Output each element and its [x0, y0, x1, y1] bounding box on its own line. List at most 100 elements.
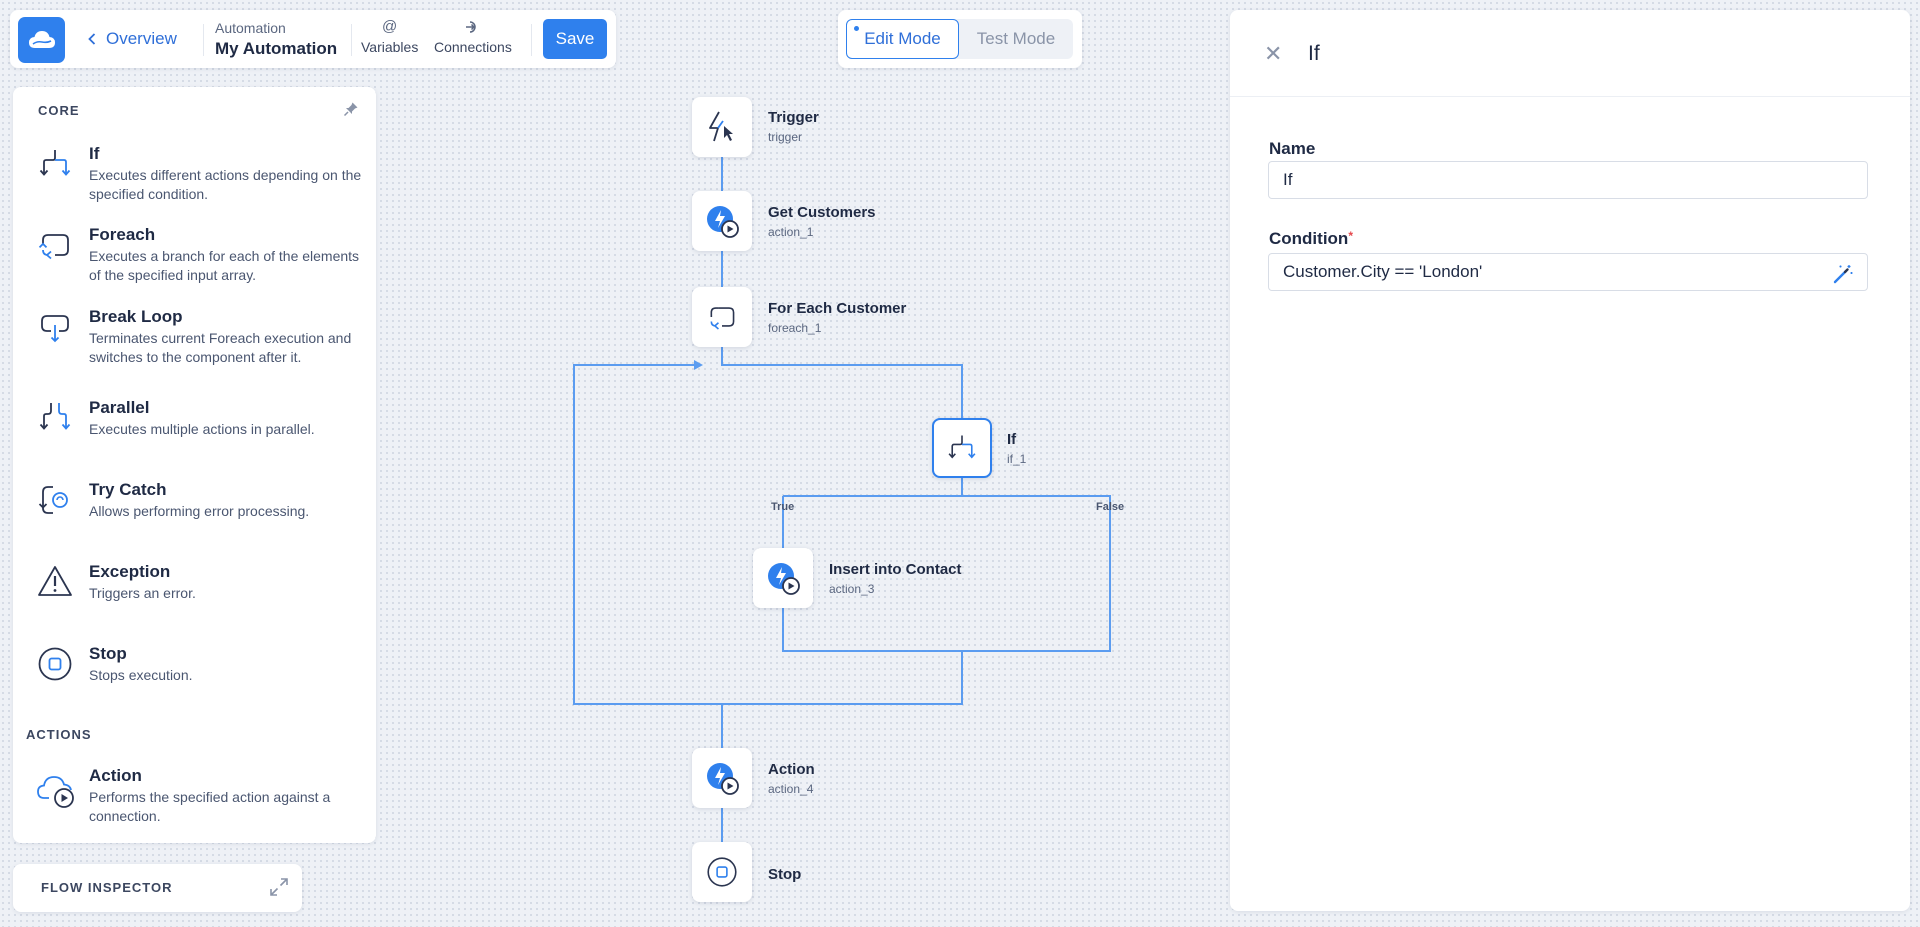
- foreach-loop-icon: [710, 307, 735, 330]
- palette-item-desc: Allows performing error processing.: [89, 503, 310, 519]
- flow-node-title: Stop: [768, 866, 802, 883]
- palette-item-try-catch[interactable]: Try Catch Allows performing error proces…: [13, 480, 376, 550]
- palette-item-title: Exception: [89, 562, 171, 581]
- palette-item-title: Foreach: [89, 225, 156, 244]
- properties-panel: ✕ If Name Condition*: [1230, 10, 1910, 911]
- flow-node-id: action_3: [829, 582, 875, 596]
- break-loop-icon: [41, 315, 69, 343]
- flow-node-id: action_1: [768, 225, 814, 239]
- back-to-overview-link[interactable]: Overview: [88, 29, 177, 49]
- flow-node-foreach[interactable]: [692, 287, 752, 347]
- name-field-label: Name: [1269, 139, 1316, 158]
- breadcrumb-parent: Automation: [215, 20, 286, 36]
- flow-node-if[interactable]: [932, 418, 992, 478]
- mode-toggle: Edit Mode Test Mode: [846, 19, 1073, 59]
- divider: [1230, 96, 1910, 97]
- chevron-left-icon: [88, 33, 96, 45]
- test-mode-tab[interactable]: Test Mode: [976, 29, 1056, 48]
- back-label: Overview: [106, 29, 177, 48]
- condition-label-text: Condition: [1269, 229, 1349, 248]
- palette-item-title: Break Loop: [89, 307, 183, 326]
- try-catch-icon: [38, 486, 68, 514]
- connections-label: Connections: [434, 39, 512, 55]
- condition-field-label: Condition*: [1269, 229, 1353, 249]
- flow-node-title: If: [1007, 431, 1017, 448]
- flow-node-action[interactable]: [692, 748, 752, 808]
- palette-item-desc: Executes a branch for each of the elemen…: [89, 248, 360, 283]
- palette-item-stop[interactable]: Stop Stops execution.: [13, 644, 376, 714]
- action-play-icon: [707, 206, 739, 238]
- flow-node-get-customers[interactable]: [692, 191, 752, 251]
- stop-icon: [38, 647, 72, 681]
- pin-icon[interactable]: [343, 101, 359, 117]
- toolbar: Overview Automation My Automation @ Vari…: [10, 10, 616, 68]
- mode-switch: Edit Mode Test Mode: [838, 10, 1082, 68]
- condition-field[interactable]: [1268, 253, 1868, 291]
- flow-node-title: Action: [768, 761, 815, 778]
- edit-mode-tab[interactable]: Edit Mode: [846, 19, 959, 59]
- flow-node-insert-contact[interactable]: [753, 548, 813, 608]
- palette-item-desc: Executes multiple actions in parallel.: [89, 421, 315, 437]
- flow-node-trigger[interactable]: [692, 97, 752, 157]
- palette-item-desc: Triggers an error.: [89, 585, 196, 601]
- if-branch-icon: [39, 150, 71, 176]
- flow-node-id: action_4: [768, 782, 814, 796]
- flow-node-title: Insert into Contact: [829, 561, 962, 578]
- if-branch-icon: [948, 435, 976, 459]
- divider: [531, 24, 532, 56]
- app-logo[interactable]: [18, 17, 65, 63]
- divider: [351, 24, 352, 56]
- palette-item-if[interactable]: If Executes different actions depending …: [13, 144, 376, 214]
- expand-icon[interactable]: [269, 877, 289, 897]
- flow-node-stop[interactable]: [692, 842, 752, 902]
- automation-title: My Automation: [215, 39, 338, 58]
- required-marker: *: [1348, 229, 1353, 243]
- palette-item-foreach[interactable]: Foreach Executes a branch for each of th…: [13, 225, 376, 295]
- flow-node-title: Trigger: [768, 109, 819, 126]
- core-section-heading: CORE: [38, 103, 80, 118]
- action-play-icon: [768, 563, 800, 595]
- palette-item-exception[interactable]: Exception Triggers an error.: [13, 562, 376, 632]
- stop-icon: [707, 857, 737, 887]
- flow-node-id: if_1: [1007, 452, 1027, 466]
- palette-item-title: Parallel: [89, 398, 150, 417]
- action-play-icon: [707, 763, 739, 795]
- variables-button[interactable]: @ Variables: [361, 19, 419, 56]
- foreach-loop-icon: [38, 234, 69, 260]
- name-field[interactable]: [1268, 161, 1868, 199]
- flow-node-title: For Each Customer: [768, 300, 907, 317]
- actions-section-heading: ACTIONS: [26, 727, 92, 742]
- component-palette: CORE If Executes different actions depen…: [13, 87, 376, 843]
- warning-triangle-icon: [38, 566, 72, 596]
- variables-label: Variables: [361, 39, 419, 55]
- palette-item-title: Action: [89, 766, 142, 785]
- save-button[interactable]: Save: [543, 19, 607, 59]
- cloud-play-icon: [37, 776, 74, 808]
- branch-false-label: False: [1096, 501, 1125, 513]
- flow-inspector-bar[interactable]: FLOW INSPECTOR: [13, 864, 302, 912]
- flow-node-id: trigger: [768, 130, 803, 144]
- palette-item-action[interactable]: Action Performs the specified action aga…: [13, 766, 376, 836]
- trigger-bolt-icon: [709, 111, 733, 142]
- palette-item-title: If: [89, 144, 100, 163]
- flow-node-title: Get Customers: [768, 204, 876, 221]
- palette-item-title: Stop: [89, 644, 127, 663]
- palette-item-desc: Performs the specified action against a …: [89, 789, 331, 824]
- palette-item-parallel[interactable]: Parallel Executes multiple actions in pa…: [13, 398, 376, 468]
- palette-item-desc: Terminates current Foreach execution and…: [89, 330, 352, 365]
- palette-item-title: Try Catch: [89, 480, 167, 499]
- palette-item-break-loop[interactable]: Break Loop Terminates current Foreach ex…: [13, 307, 376, 377]
- panel-title: If: [1308, 42, 1320, 65]
- flow-inspector-label: FLOW INSPECTOR: [41, 880, 173, 895]
- palette-item-desc: Executes different actions depending on …: [89, 167, 362, 202]
- divider: [203, 24, 204, 56]
- cloud-logo-icon: [29, 31, 55, 48]
- connection-plug-icon: [466, 21, 477, 33]
- magic-wand-icon[interactable]: [1832, 263, 1854, 285]
- parallel-icon: [39, 403, 71, 430]
- connections-button[interactable]: Connections: [434, 19, 512, 55]
- palette-item-desc: Stops execution.: [89, 667, 193, 683]
- branch-true-label: True: [771, 501, 795, 513]
- close-icon[interactable]: ✕: [1264, 41, 1283, 66]
- flow-node-id: foreach_1: [768, 321, 822, 335]
